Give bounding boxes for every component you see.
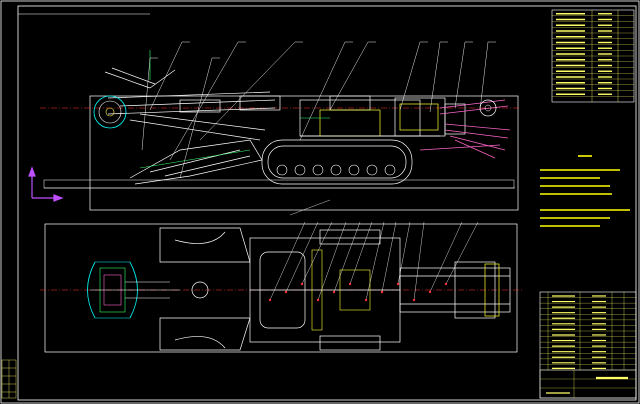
left-margin-block <box>1 359 17 399</box>
plan-body <box>249 229 401 351</box>
part-leaders-plan <box>268 199 479 302</box>
plan-frame <box>44 223 518 353</box>
part-leader-line <box>399 41 421 111</box>
coord-axis-icon <box>28 166 64 202</box>
plan-leader-line <box>413 221 425 301</box>
part-leader-line <box>479 41 489 111</box>
plan-leader-line <box>269 221 306 301</box>
plan-conveyor <box>399 261 511 319</box>
drawing-frame <box>17 5 637 401</box>
rear-sprocket <box>479 99 497 117</box>
track-wheel <box>330 164 342 176</box>
plan-leader-line <box>365 221 385 301</box>
track-wheel <box>312 164 324 176</box>
floor-slab <box>43 179 515 189</box>
crawler-track <box>261 139 413 185</box>
plan-leader-line <box>381 221 397 293</box>
plan-leader-dot <box>428 290 432 294</box>
track-wheel <box>348 164 360 176</box>
part-leader-line <box>141 57 151 151</box>
track-wheel <box>384 164 396 176</box>
part-leader-line <box>329 41 369 111</box>
side-frame <box>89 95 519 211</box>
part-leader-line <box>169 41 239 161</box>
machine-body <box>299 95 466 137</box>
plan-leader-dot <box>268 298 272 302</box>
track-wheel <box>366 164 378 176</box>
side-elevation-view <box>28 41 520 211</box>
info-table-top-right <box>551 9 635 103</box>
cutter-head <box>93 95 127 129</box>
plan-leader-dot <box>284 290 288 294</box>
plan-leader-dot <box>332 290 336 294</box>
rear-sprocket-hub <box>484 104 492 112</box>
track-wheel <box>276 164 288 176</box>
plan-loading-shovel <box>159 227 251 351</box>
plan-view <box>40 199 522 353</box>
part-leader-line <box>299 41 346 141</box>
plan-leader-dot <box>300 282 304 286</box>
track-wheel <box>294 164 306 176</box>
part-leader-line <box>199 41 296 141</box>
plan-leader-dot <box>348 282 352 286</box>
plan-leader-dot <box>364 298 368 302</box>
plan-leader-line <box>289 199 331 216</box>
plan-leader-line <box>333 221 361 293</box>
plan-leader-dot <box>380 290 384 294</box>
technical-notes <box>540 155 630 227</box>
part-leader-line <box>454 41 466 109</box>
part-leaders-side <box>141 41 496 179</box>
parts-list-title-block <box>539 291 637 399</box>
plan-leader-line <box>317 221 347 301</box>
plan-leader-dot <box>412 298 416 302</box>
plan-leader-dot <box>396 282 400 286</box>
cutting-boom <box>104 67 281 141</box>
title-block <box>539 369 637 399</box>
parts-list-frame <box>539 291 637 399</box>
part-leader-line <box>149 41 183 111</box>
part-leader-line <box>179 57 213 179</box>
hydraulic-lines <box>139 50 330 169</box>
plan-leader-line <box>349 221 373 285</box>
plan-leader-line <box>397 221 411 285</box>
plan-leader-line <box>429 221 463 293</box>
plan-leader-line <box>301 221 333 285</box>
plan-cutter-head <box>87 261 180 319</box>
part-leader-line <box>429 41 441 113</box>
plan-leader-dot <box>316 298 320 302</box>
plan-leader-line <box>445 221 479 285</box>
plan-leader-dot <box>444 282 448 286</box>
plan-leader-line <box>285 221 319 293</box>
loading-shovel <box>129 139 263 185</box>
rear-conveyor <box>419 99 511 159</box>
